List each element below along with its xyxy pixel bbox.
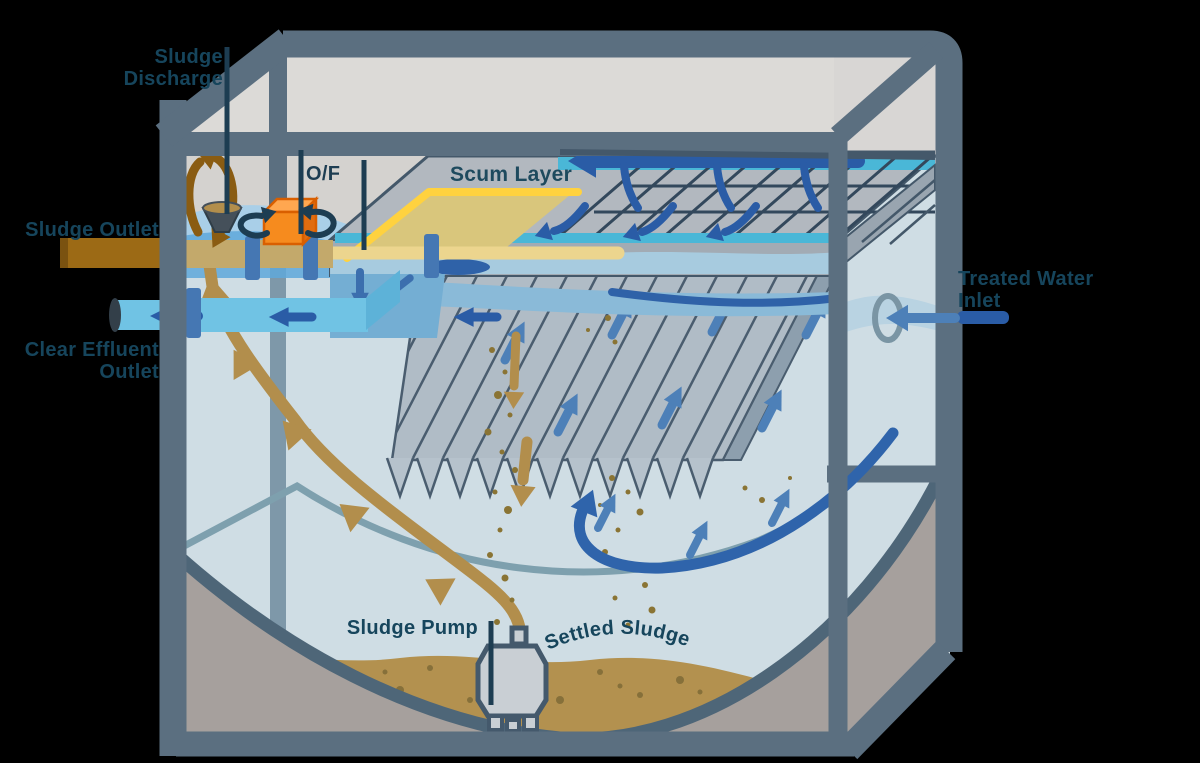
- rotation-arrows: [237, 201, 337, 239]
- tank-frame: [155, 29, 963, 760]
- treated-water-label-1: Treated Water: [958, 268, 1093, 290]
- sludge-pump-label: Sludge Pump: [347, 617, 478, 639]
- launder-right-face-grid: [861, 179, 936, 245]
- treated-water-label-2: Inlet: [958, 290, 1001, 312]
- effluent-pipe-end: [366, 270, 400, 330]
- under-launder-wave: [330, 276, 838, 317]
- scum-tray: [343, 188, 582, 262]
- inlet-arrow: [886, 304, 1009, 332]
- overflow-label: O/F: [306, 163, 340, 185]
- under-launder-swoosh: [608, 288, 842, 307]
- scum-skim-arrow: [282, 237, 625, 269]
- tank-top-face: [175, 44, 938, 132]
- effluent-launder: Scum Layer: [282, 144, 940, 338]
- launder-rim-shadow: [559, 149, 936, 160]
- frame-top-right-diagonal: [831, 42, 943, 144]
- clear-effluent-label-2: Outlet: [99, 361, 159, 383]
- launder-front-weir: [335, 233, 838, 243]
- sludge-discharge-label-2: Discharge: [124, 68, 223, 90]
- effluent-pipe-mouth: [109, 298, 121, 332]
- sludge-riser-pipe: [195, 261, 526, 635]
- launder-arrows: [531, 144, 865, 247]
- pipe-valves: [186, 234, 439, 338]
- discharge-funnel: [201, 201, 243, 233]
- falling-particles: [484, 297, 792, 628]
- pump-body: [475, 643, 549, 719]
- inlet-flow-curve-arrow: [570, 427, 899, 574]
- lamella-plates: [385, 268, 840, 500]
- settling-arrows: [503, 331, 536, 509]
- waterline-navy-swell: [426, 259, 490, 275]
- sludge-pipe-cap: [60, 238, 68, 268]
- sludge-outlet-label: Sludge Outlet: [25, 219, 159, 241]
- scum-layer-label: Scum Layer: [450, 163, 572, 186]
- sludge-pipe-outside: [62, 238, 174, 268]
- sludge-pump: [475, 625, 549, 733]
- sludge-discharge-label-1: Sludge: [155, 46, 223, 68]
- scum-yellow-rim: [343, 188, 582, 262]
- corner-mask-bottom-right: [850, 648, 963, 763]
- clear-effluent-label-1: Clear Effluent: [25, 339, 159, 361]
- frame-bevel: [838, 640, 956, 760]
- pointer-rods: [224, 47, 494, 705]
- pump-feet: [487, 714, 539, 733]
- pump-nub: [509, 625, 529, 647]
